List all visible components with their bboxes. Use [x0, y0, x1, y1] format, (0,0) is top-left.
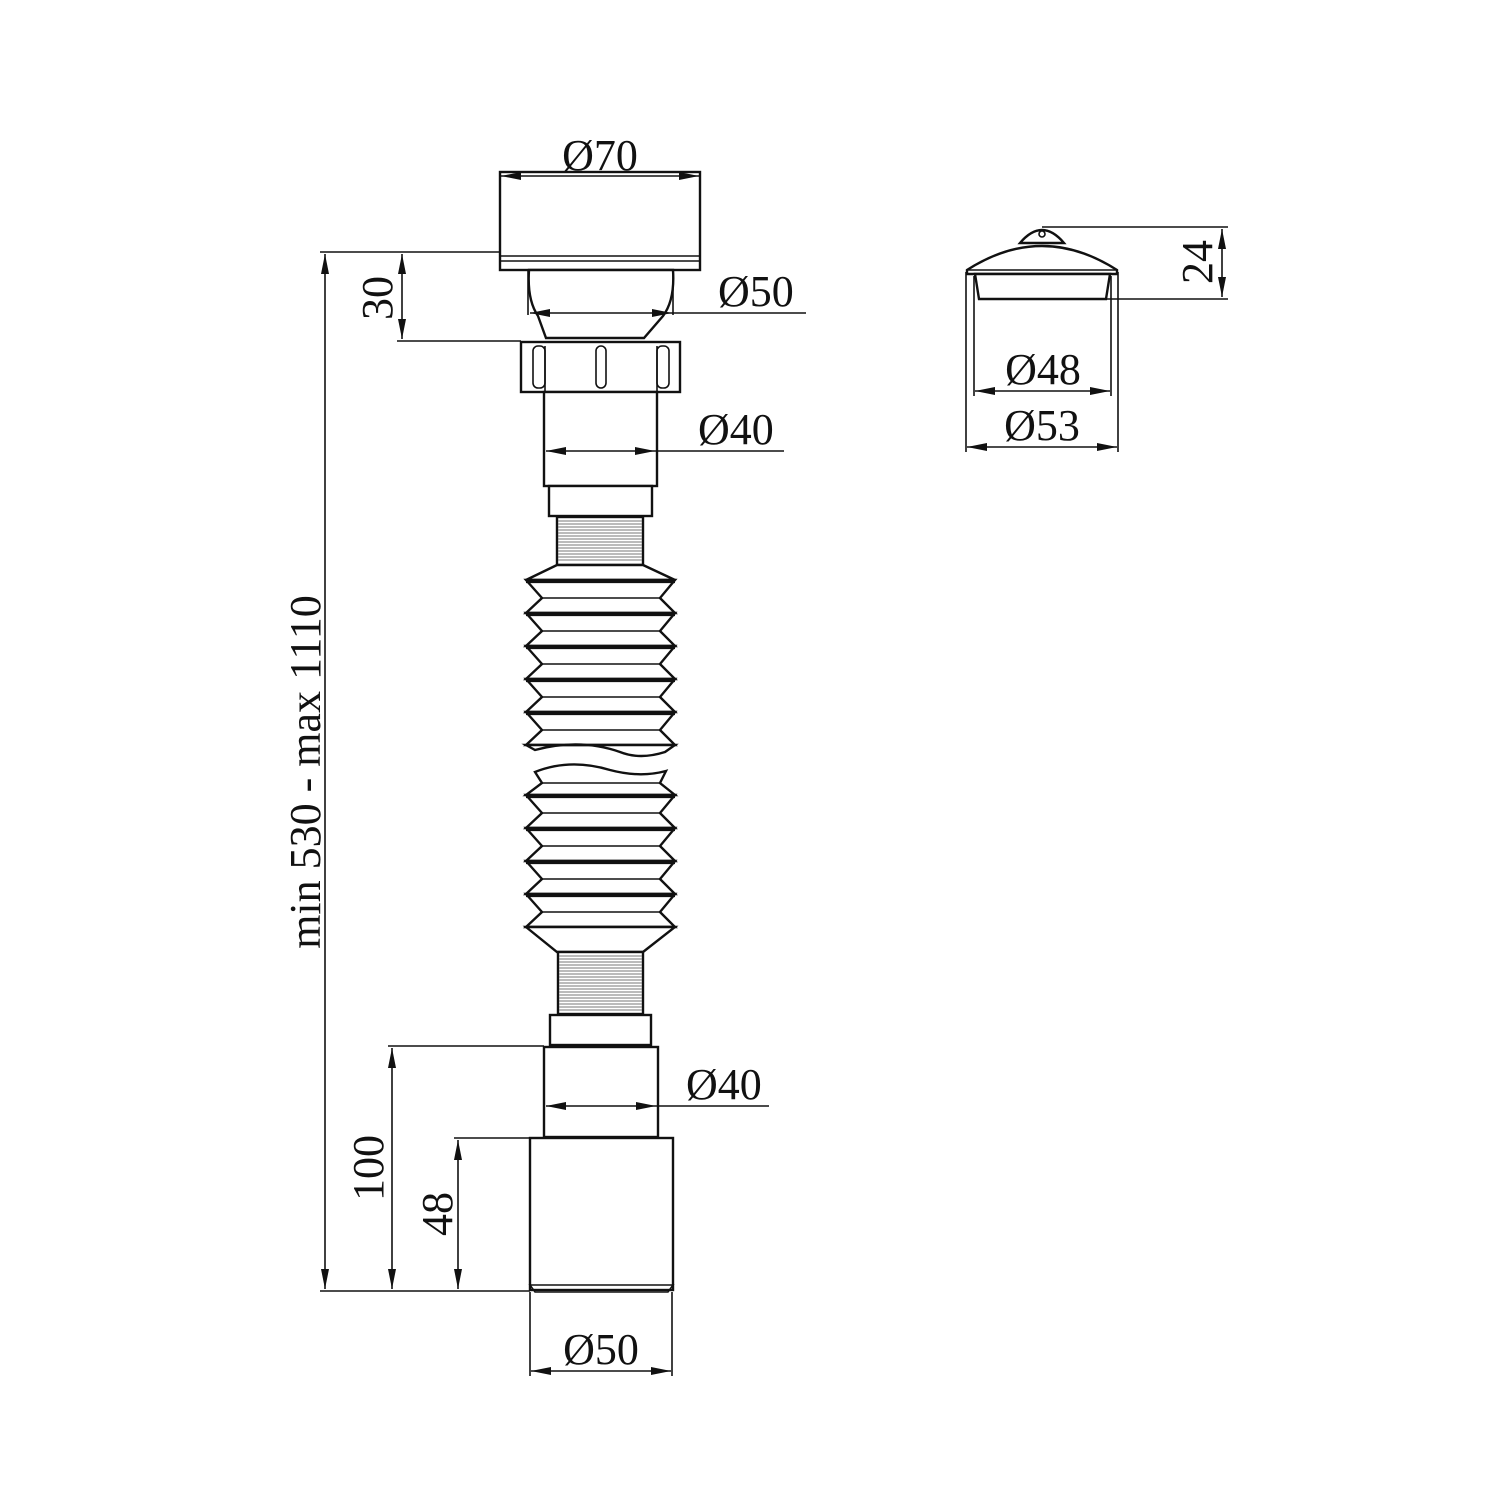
- plug-view: 24 Ø48 Ø53: [965, 226, 1228, 452]
- bottom-socket: [528, 1136, 675, 1293]
- dim-strainer-diameter: Ø50: [530, 267, 806, 317]
- dim-total-length: min 530 - max 1110: [281, 254, 530, 1292]
- label-strainer-diameter: Ø50: [718, 267, 794, 316]
- label-upper-tube-diameter: Ø40: [698, 405, 774, 454]
- upper-thread: [555, 515, 645, 567]
- dim-socket-depth: 48: [413, 1137, 530, 1289]
- dim-lower-tube-diameter: Ø40: [546, 1060, 769, 1110]
- label-strainer-height: 30: [353, 276, 402, 320]
- label-plug-outer-diameter: Ø53: [1004, 401, 1080, 450]
- label-bottom-socket-diameter: Ø50: [563, 1325, 639, 1374]
- union-nut: [519, 340, 682, 394]
- dim-upper-tube-diameter: Ø40: [546, 405, 784, 455]
- plug-body: [973, 272, 1112, 301]
- dim-outlet-length: 100: [344, 1045, 544, 1289]
- label-total-length: min 530 - max 1110: [281, 595, 330, 949]
- lower-thread: [556, 950, 645, 1016]
- label-plug-height: 24: [1173, 240, 1222, 284]
- main-view: Ø70 Ø50 Ø40 30 min 530 - max 1110: [281, 131, 806, 1376]
- corrugated-hose: [521, 563, 679, 954]
- dim-plug-inner-diameter: Ø48: [973, 276, 1112, 396]
- dim-top-flange-diameter: Ø70: [499, 131, 701, 180]
- label-top-flange-diameter: Ø70: [562, 131, 638, 180]
- dim-bottom-socket-diameter: Ø50: [529, 1292, 673, 1376]
- label-socket-depth: 48: [413, 1192, 462, 1236]
- label-plug-inner-diameter: Ø48: [1005, 345, 1081, 394]
- dim-plug-height: 24: [1042, 226, 1228, 300]
- top-flange: [498, 170, 702, 272]
- label-lower-tube-diameter: Ø40: [686, 1060, 762, 1109]
- upper-tube: [542, 390, 659, 518]
- strainer-body: [527, 268, 675, 340]
- label-outlet-length: 100: [344, 1135, 393, 1201]
- dim-plug-outer-diameter: Ø53: [965, 272, 1119, 452]
- dim-strainer-height: 30: [320, 251, 521, 342]
- lower-tube: [542, 1013, 660, 1139]
